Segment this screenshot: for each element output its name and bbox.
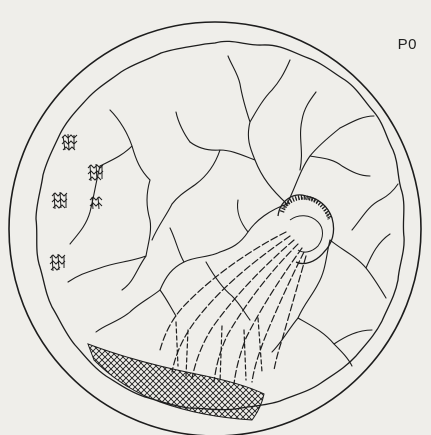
retinal-vessels xyxy=(68,56,398,366)
stippled-lesion xyxy=(278,195,334,264)
panel-label: P0 xyxy=(398,36,417,53)
pigment-clump xyxy=(50,254,65,271)
pigment-clump xyxy=(52,192,67,209)
pigment-clump xyxy=(62,134,77,150)
pigment-clumps xyxy=(50,134,103,271)
traction-fan-lines xyxy=(160,232,306,384)
pigment-clump xyxy=(88,164,103,181)
